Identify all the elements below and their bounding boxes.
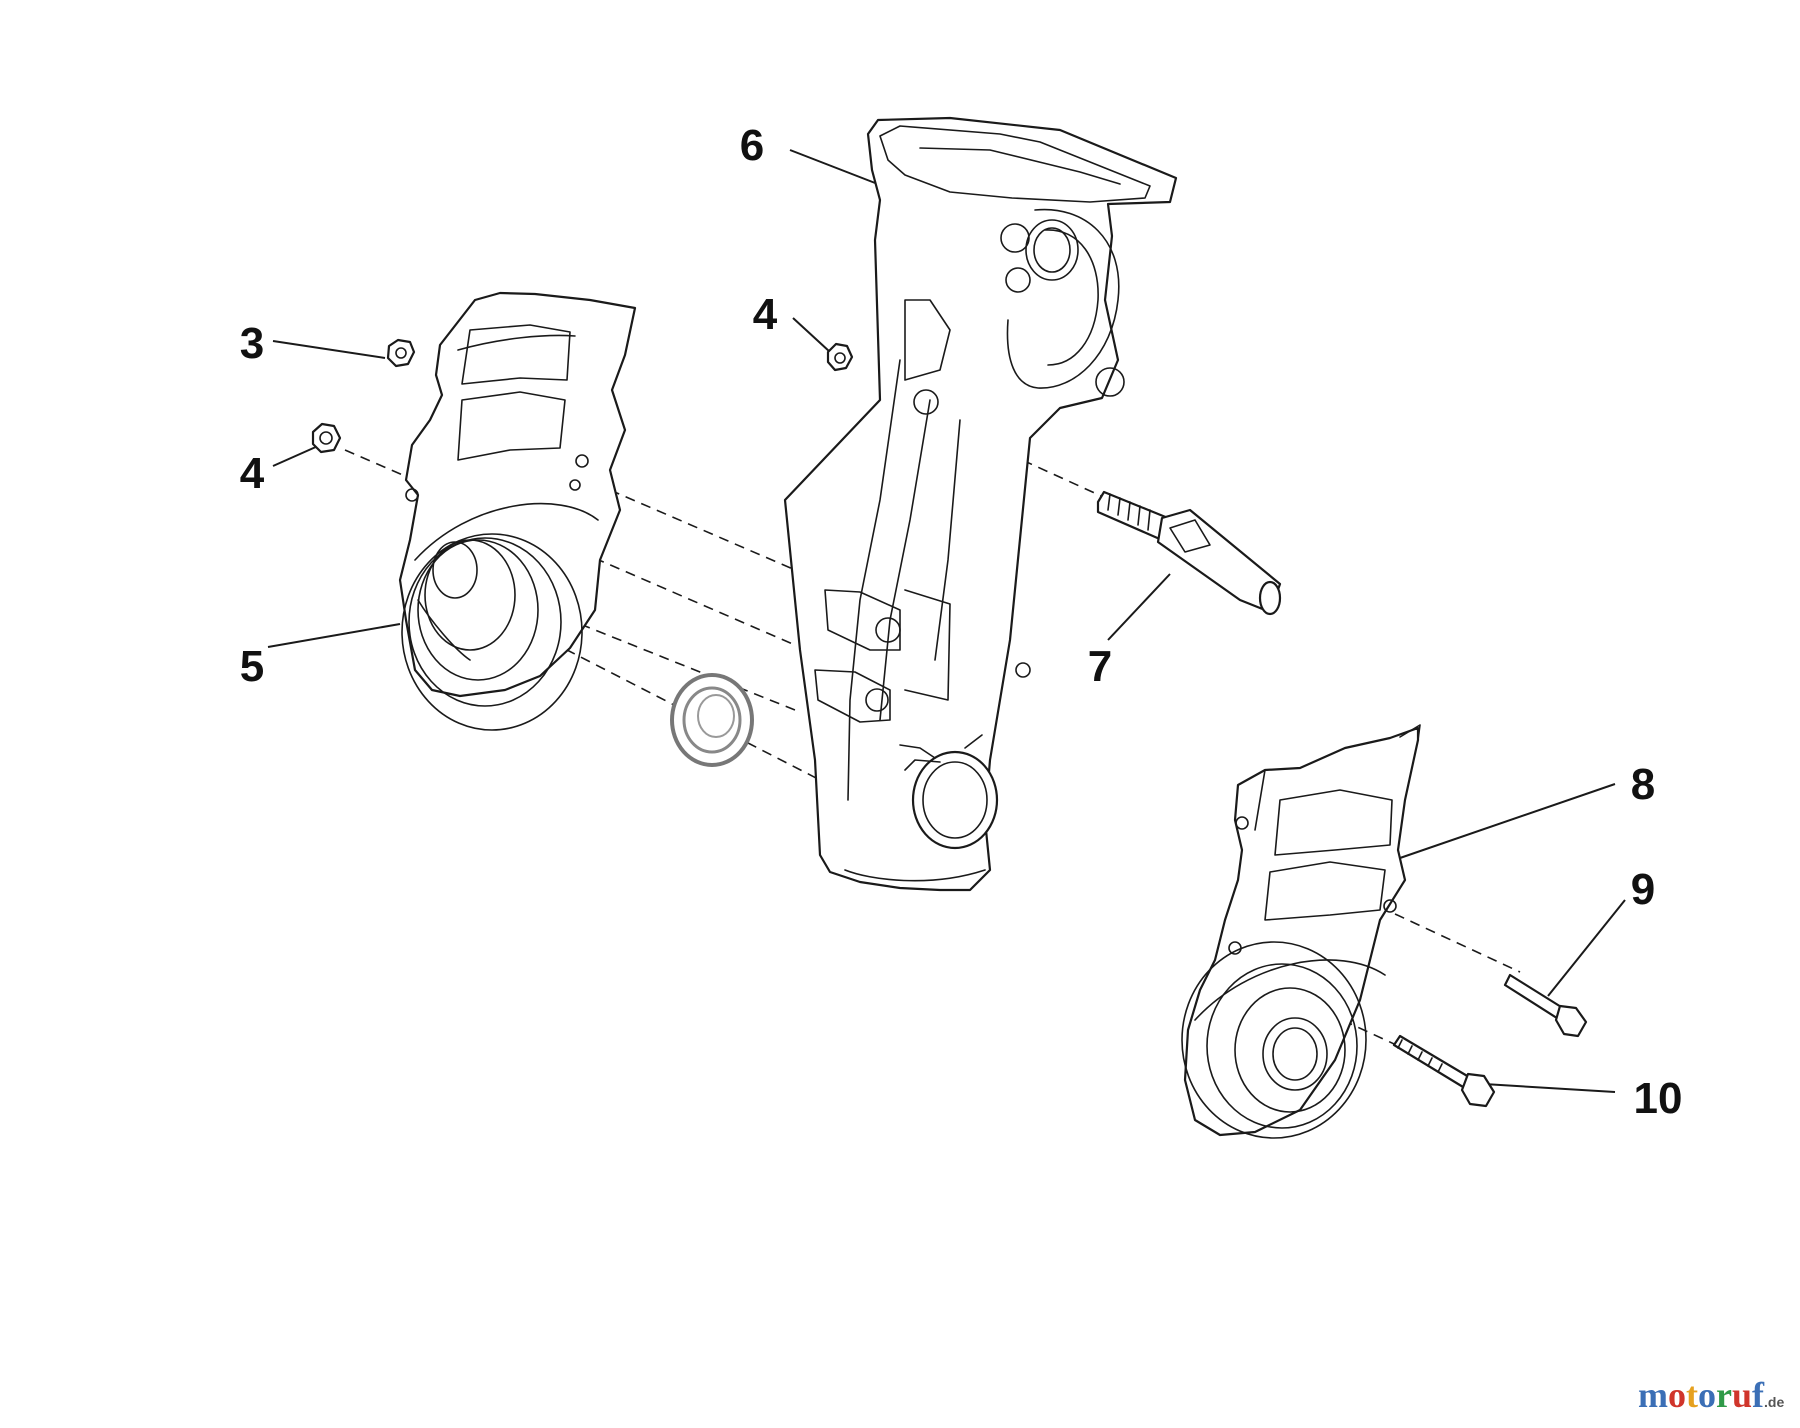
watermark-letter: r	[1716, 1375, 1732, 1415]
gear-case-housing	[783, 116, 1178, 892]
watermark-letter: m	[1638, 1375, 1668, 1415]
nut-4-left	[311, 422, 342, 454]
callout-4-center: 4	[753, 290, 778, 339]
belt-cover-front	[1181, 724, 1421, 1139]
callout-5: 5	[240, 642, 264, 691]
seal-ring	[670, 673, 754, 767]
watermark-logo: motoruf.de	[1638, 1374, 1784, 1416]
callout-3: 3	[240, 319, 264, 368]
leader-lines	[267, 149, 1626, 1093]
callout-9: 9	[1631, 865, 1655, 914]
nut-3	[386, 338, 416, 368]
belt-cover-rear	[398, 291, 637, 731]
callout-10: 10	[1634, 1074, 1683, 1123]
bolt-9	[1503, 973, 1588, 1038]
watermark-letter: u	[1731, 1375, 1753, 1415]
watermark-letter: t	[1686, 1375, 1698, 1415]
shaft-pin	[1096, 490, 1282, 616]
callout-8: 8	[1631, 760, 1655, 809]
callout-6: 6	[740, 121, 764, 170]
watermark-letter: o	[1668, 1375, 1686, 1415]
callout-7: 7	[1088, 642, 1112, 691]
watermark-tld: .de	[1764, 1394, 1785, 1410]
nut-4-center	[826, 342, 854, 372]
watermark-letters: motoruf	[1638, 1375, 1764, 1415]
bolt-10	[1392, 1034, 1496, 1108]
callout-labels: 6 3 4 4 5 7 8 9 10	[240, 121, 1683, 1123]
watermark-letter: f	[1752, 1375, 1765, 1415]
watermark-letter: o	[1698, 1375, 1716, 1415]
callout-4-left: 4	[240, 449, 265, 498]
